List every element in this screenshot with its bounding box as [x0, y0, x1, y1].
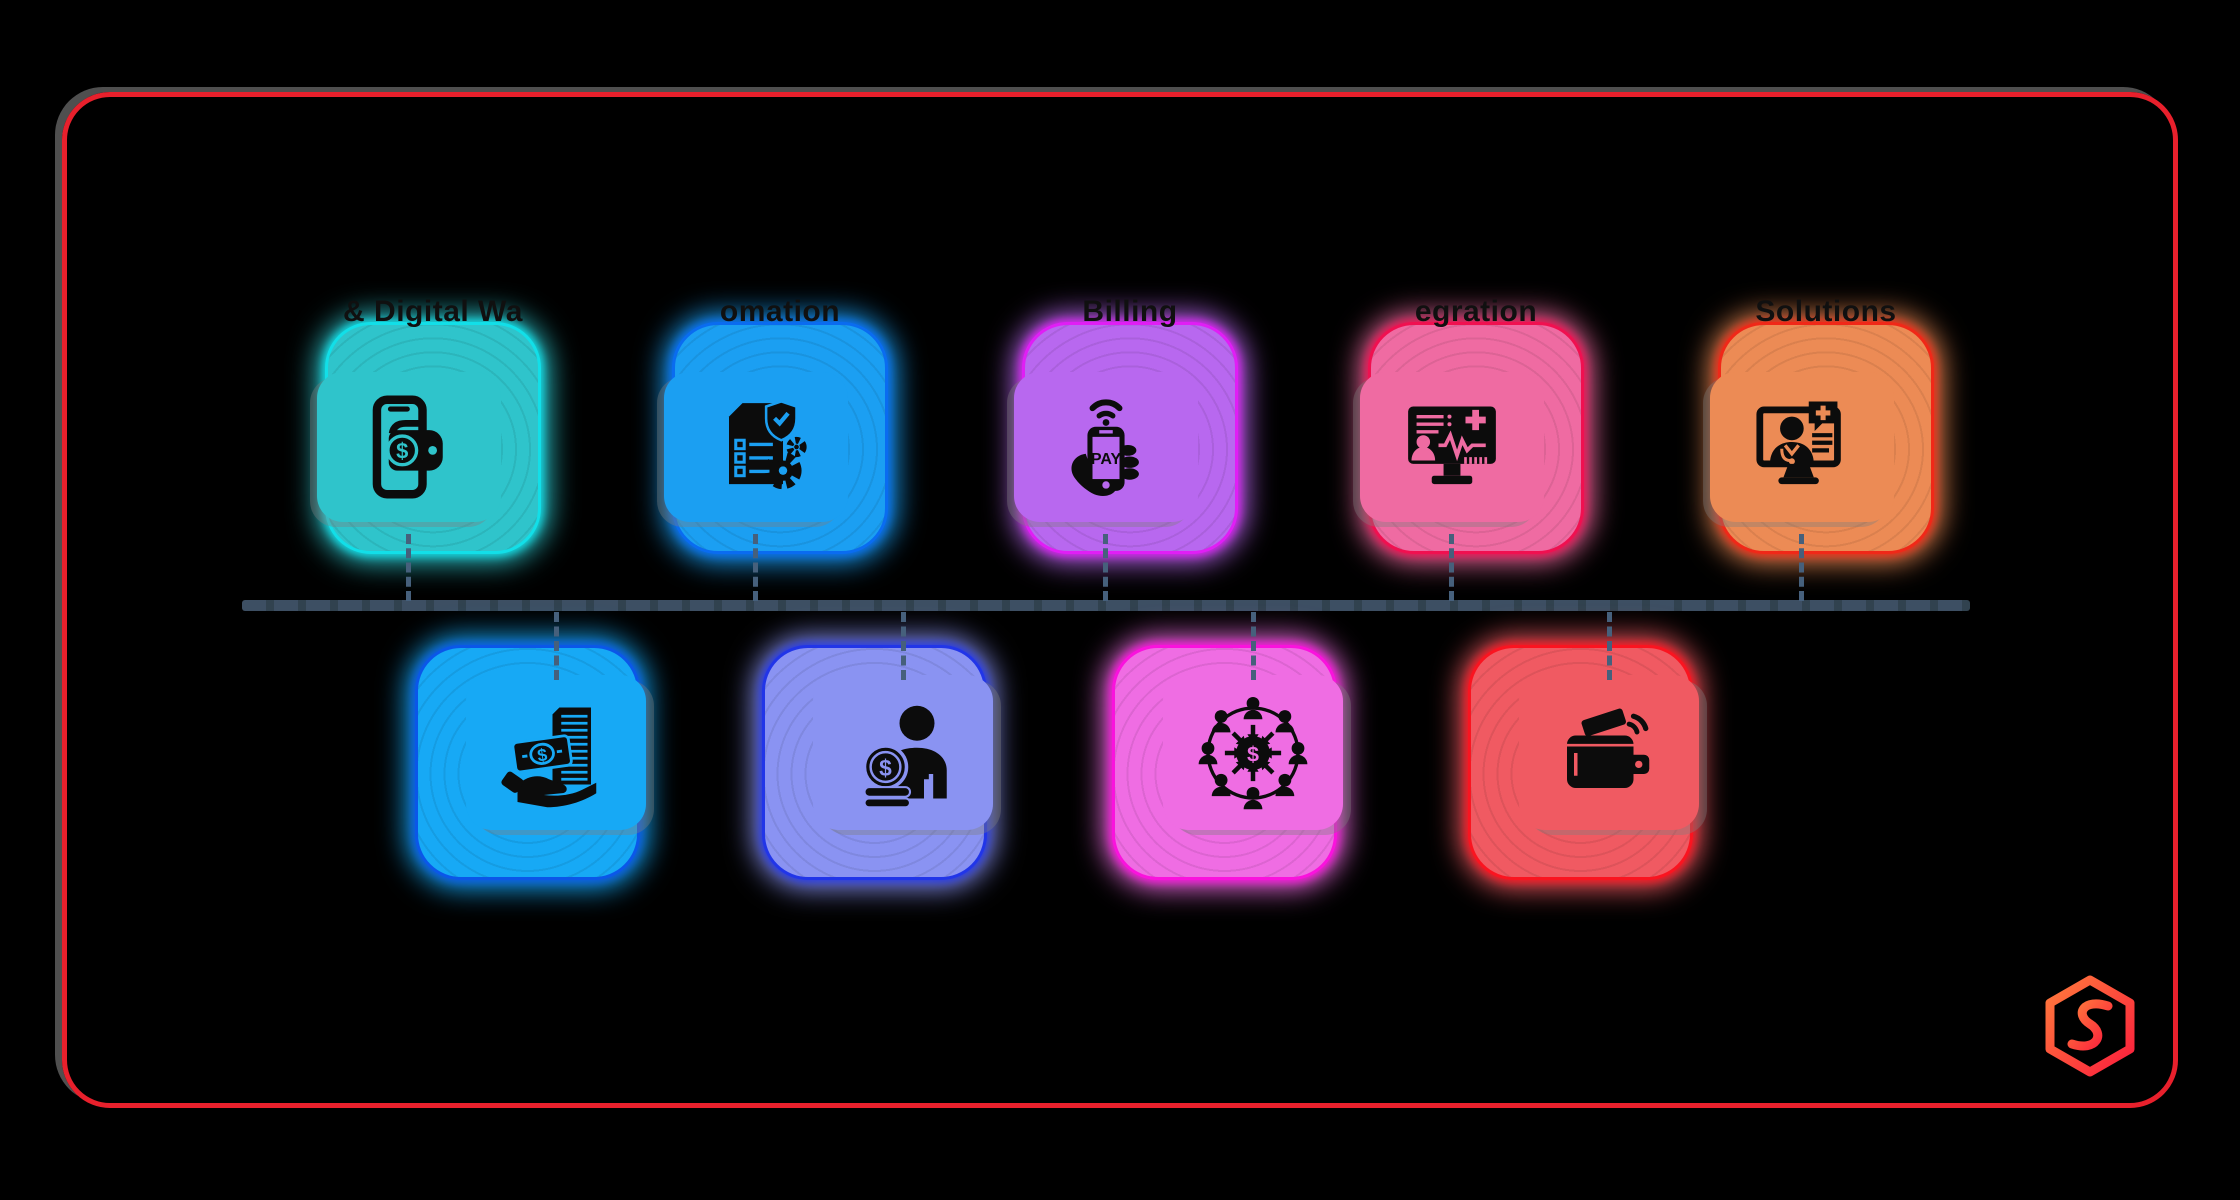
connector-top-5 [1799, 534, 1804, 601]
connector-bottom-2 [901, 612, 906, 680]
card-label: Solutions [1755, 295, 1897, 328]
card-tile: PAY [1014, 372, 1198, 522]
card-label: Billing [1082, 295, 1178, 328]
card-digital-wallet-contactless [1468, 645, 1699, 880]
card-tile: $ [317, 372, 501, 522]
cube-logo [2045, 975, 2135, 1077]
svg-text:$: $ [536, 744, 549, 765]
connector-top-4 [1449, 534, 1454, 601]
smartphone-wallet-icon: $ [372, 395, 443, 499]
card-automation: omation [664, 295, 888, 554]
svg-text:$: $ [1247, 741, 1259, 766]
telehealth-doctor-monitor-icon [1756, 401, 1841, 485]
connector-top-1 [406, 534, 411, 601]
card-tile [1360, 372, 1544, 522]
wallet-contactless-icon [1567, 705, 1650, 788]
monitor-health-record-icon [1408, 406, 1496, 485]
document-shield-gears-icon [729, 400, 807, 490]
card-tile [664, 372, 848, 522]
card-crowdfunding-network: $ [1112, 645, 1343, 880]
card-tile: $ [466, 675, 646, 830]
network-dollar-icon: $ [1198, 696, 1308, 809]
svg-text:$: $ [879, 754, 892, 780]
card-telehealth-solutions: Solutions [1710, 295, 1934, 554]
timeline-line [242, 600, 1970, 611]
svg-text:$: $ [396, 438, 408, 463]
card-digital-wallet: & Digital Wa $ [317, 295, 541, 554]
person-dollar-coin-icon: $ [862, 705, 947, 808]
card-label: & Digital Wa [343, 295, 523, 328]
card-ehr-integration: egration [1360, 295, 1584, 554]
card-label: omation [719, 295, 841, 328]
hand-money-invoice-icon: $ [501, 707, 597, 807]
card-label: egration [1414, 295, 1538, 328]
connector-bottom-4 [1607, 612, 1612, 680]
card-patient-payment: $ [762, 645, 993, 880]
card-tile: $ [1163, 675, 1343, 830]
connector-bottom-1 [554, 612, 559, 680]
card-tile [1519, 675, 1699, 830]
hand-phone-pay-icon: PAY [1071, 399, 1139, 496]
red-border-frame [62, 92, 2178, 1108]
connector-bottom-3 [1251, 612, 1256, 680]
connector-top-2 [753, 534, 758, 601]
card-tile [1710, 372, 1894, 522]
card-mobile-billing: Billing PAY [1014, 295, 1238, 554]
svg-text:PAY: PAY [1091, 450, 1122, 468]
connector-top-3 [1103, 534, 1108, 601]
card-payment-invoice: $ [415, 645, 646, 880]
card-tile: $ [813, 675, 993, 830]
